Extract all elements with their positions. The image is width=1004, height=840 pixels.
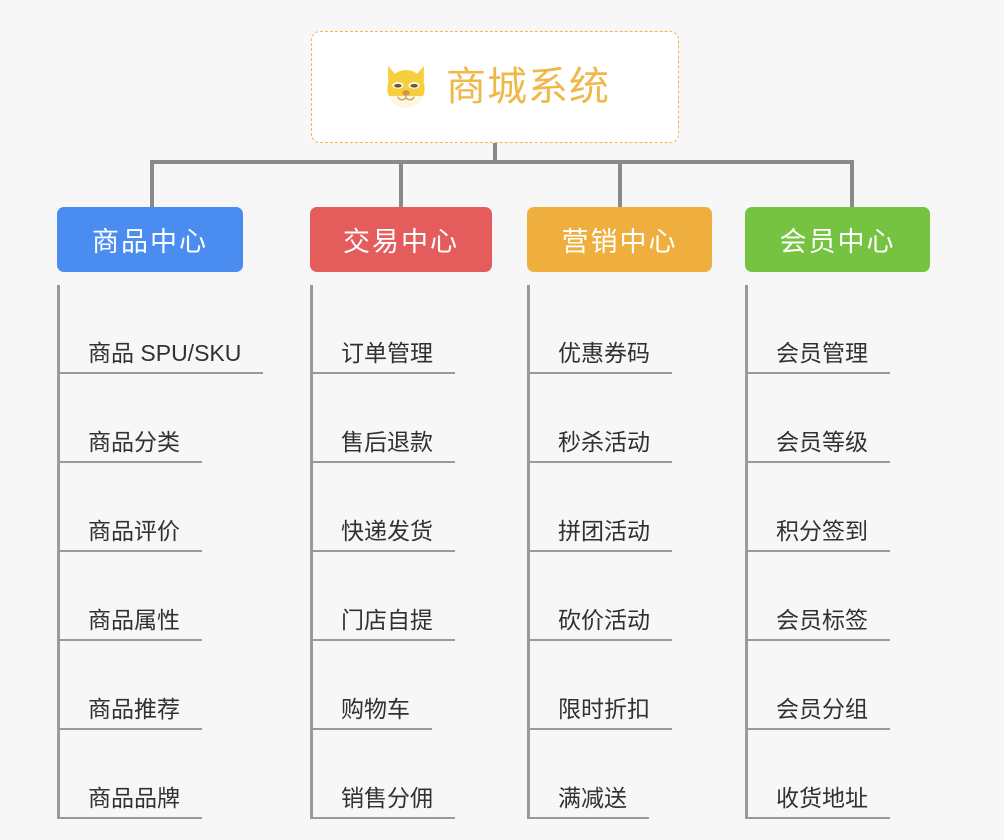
- list-item-label: 购物车: [313, 696, 432, 730]
- list-item-label: 商品推荐: [60, 696, 202, 730]
- list-item[interactable]: 销售分佣: [313, 730, 492, 819]
- category-column-marketing: 营销中心 优惠券码 秒杀活动 拼团活动 砍价活动 限时折扣 满减送: [527, 207, 712, 819]
- list-item-label: 售后退款: [313, 429, 455, 463]
- list-item[interactable]: 商品属性: [60, 552, 243, 641]
- root-title: 商城系统: [446, 65, 610, 109]
- list-item[interactable]: 快递发货: [313, 463, 492, 552]
- category-item-list: 会员管理 会员等级 积分签到 会员标签 会员分组 收货地址: [745, 285, 930, 819]
- list-item-label: 商品分类: [60, 429, 202, 463]
- list-item[interactable]: 商品 SPU/SKU: [60, 285, 264, 374]
- list-item[interactable]: 限时折扣: [530, 641, 712, 730]
- list-item[interactable]: 砍价活动: [530, 552, 712, 641]
- list-item-label: 快递发货: [313, 518, 455, 552]
- connector-root-stem: [493, 143, 497, 164]
- connector-bus: [150, 160, 854, 164]
- list-item-label: 门店自提: [313, 607, 455, 641]
- list-item-label: 订单管理: [313, 340, 455, 374]
- list-item[interactable]: 门店自提: [313, 552, 492, 641]
- category-header-label: 交易中心: [343, 227, 459, 257]
- list-item-label: 拼团活动: [530, 518, 672, 552]
- list-item[interactable]: 会员分组: [748, 641, 930, 730]
- list-item[interactable]: 会员管理: [748, 285, 930, 374]
- list-item-label: 会员分组: [748, 696, 890, 730]
- list-item[interactable]: 满减送: [530, 730, 712, 819]
- category-header-label: 商品中心: [92, 227, 208, 257]
- category-item-list: 订单管理 售后退款 快递发货 门店自提 购物车 销售分佣: [310, 285, 492, 819]
- list-item-label: 砍价活动: [530, 607, 672, 641]
- connector-drop-1: [150, 160, 154, 207]
- list-item-label: 会员标签: [748, 607, 890, 641]
- category-header-label: 会员中心: [779, 227, 896, 257]
- list-item-label: 会员管理: [748, 340, 890, 374]
- category-header-product[interactable]: 商品中心: [57, 207, 243, 272]
- list-item-label: 商品评价: [60, 518, 202, 552]
- list-item-label: 会员等级: [748, 429, 890, 463]
- list-item[interactable]: 购物车: [313, 641, 492, 730]
- list-item[interactable]: 积分签到: [748, 463, 930, 552]
- category-item-list: 优惠券码 秒杀活动 拼团活动 砍价活动 限时折扣 满减送: [527, 285, 712, 819]
- list-item[interactable]: 商品品牌: [60, 730, 243, 819]
- list-item[interactable]: 秒杀活动: [530, 374, 712, 463]
- list-item[interactable]: 会员等级: [748, 374, 930, 463]
- list-item[interactable]: 商品评价: [60, 463, 243, 552]
- category-header-marketing[interactable]: 营销中心: [527, 207, 712, 272]
- connector-drop-4: [850, 160, 854, 207]
- list-item[interactable]: 商品推荐: [60, 641, 243, 730]
- category-column-product: 商品中心 商品 SPU/SKU 商品分类 商品评价 商品属性 商品推荐 商品品牌: [57, 207, 264, 819]
- connector-drop-2: [399, 160, 403, 207]
- list-item-label: 商品属性: [60, 607, 202, 641]
- list-item-label: 商品 SPU/SKU: [60, 340, 264, 374]
- dog-face-icon: [387, 65, 425, 108]
- category-header-label: 营销中心: [561, 227, 678, 257]
- list-item-label: 满减送: [530, 785, 649, 819]
- category-header-trade[interactable]: 交易中心: [310, 207, 492, 272]
- list-item-label: 商品品牌: [60, 785, 202, 819]
- list-item-label: 积分签到: [748, 518, 890, 552]
- list-item[interactable]: 会员标签: [748, 552, 930, 641]
- list-item-label: 限时折扣: [530, 696, 672, 730]
- root-node[interactable]: 商城系统: [311, 31, 679, 143]
- list-item-label: 收货地址: [748, 785, 890, 819]
- list-item[interactable]: 售后退款: [313, 374, 492, 463]
- category-item-list: 商品 SPU/SKU 商品分类 商品评价 商品属性 商品推荐 商品品牌: [57, 285, 264, 819]
- list-item-label: 秒杀活动: [530, 429, 672, 463]
- category-column-trade: 交易中心 订单管理 售后退款 快递发货 门店自提 购物车 销售分佣: [310, 207, 492, 819]
- list-item[interactable]: 订单管理: [313, 285, 492, 374]
- list-item[interactable]: 拼团活动: [530, 463, 712, 552]
- list-item-label: 销售分佣: [313, 785, 455, 819]
- list-item-label: 优惠券码: [530, 340, 672, 374]
- list-item[interactable]: 商品分类: [60, 374, 243, 463]
- list-item[interactable]: 收货地址: [748, 730, 930, 819]
- category-header-member[interactable]: 会员中心: [745, 207, 930, 272]
- connector-drop-3: [618, 160, 622, 207]
- list-item[interactable]: 优惠券码: [530, 285, 712, 374]
- category-column-member: 会员中心 会员管理 会员等级 积分签到 会员标签 会员分组 收货地址: [745, 207, 930, 819]
